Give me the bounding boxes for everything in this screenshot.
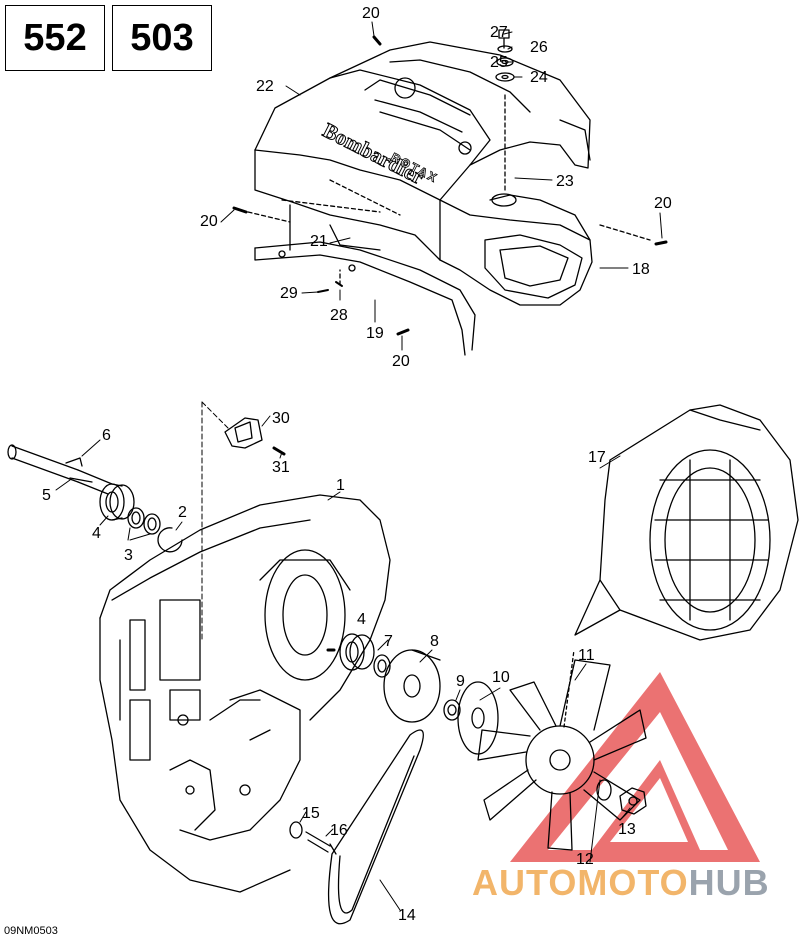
callout-15: 15 [302, 805, 320, 822]
callout-14: 14 [398, 907, 416, 924]
callout-26: 26 [530, 39, 548, 56]
callout-20: 20 [654, 195, 672, 212]
model-box-503: 503 [112, 5, 212, 71]
callout-4: 4 [92, 525, 101, 542]
bottom-leader-lines [55, 415, 631, 911]
clip-30-and-screw-31 [224, 417, 286, 456]
callout-23: 23 [556, 173, 574, 190]
nut-13 [619, 787, 647, 815]
circlip-2 [157, 527, 183, 553]
callout-7: 7 [384, 633, 393, 650]
belt-14 [327, 729, 424, 925]
callout-8: 8 [430, 633, 439, 650]
pulley-half-10 [457, 681, 499, 755]
callout-1: 1 [336, 477, 345, 494]
fan-shroud-17 [574, 404, 799, 641]
callout-25: 25 [490, 54, 508, 71]
watermark-text: AUTOMOTOHUB [472, 862, 770, 903]
callout-20: 20 [362, 5, 380, 22]
support-bracket-19 [254, 204, 476, 356]
callout-3: 3 [124, 547, 133, 564]
callout-18: 18 [632, 261, 650, 278]
callout-20: 20 [200, 213, 218, 230]
callout-13: 13 [618, 821, 636, 838]
callout-17: 17 [588, 449, 606, 466]
callout-28: 28 [330, 307, 348, 324]
callout-5: 5 [42, 487, 51, 504]
fan-11 [477, 649, 647, 851]
callout-30: 30 [272, 410, 290, 427]
washer-7 [373, 654, 391, 678]
washer-12 [596, 779, 612, 801]
spacer-9 [443, 699, 461, 721]
bolt-15-16 [289, 821, 337, 855]
figure-reference: 09NM0503 [4, 925, 58, 937]
callout-31: 31 [272, 459, 290, 476]
callout-12: 12 [576, 851, 594, 868]
callout-6: 6 [102, 427, 111, 444]
callout-16: 16 [330, 822, 348, 839]
callout-2: 2 [178, 504, 187, 521]
callout-19: 19 [366, 325, 384, 342]
top-leader-lines [220, 21, 663, 351]
callout-24: 24 [530, 69, 548, 86]
bearing-4-upper [99, 483, 135, 521]
callout-4: 4 [357, 611, 366, 628]
watermark-logo-icon [510, 672, 760, 862]
callout-10: 10 [492, 669, 510, 686]
dashed-assembly-lines [247, 94, 651, 286]
top-fasteners [232, 29, 668, 336]
callout-21: 21 [310, 233, 328, 250]
shroud-18 [439, 193, 593, 306]
callout-9: 9 [456, 673, 465, 690]
callout-11: 11 [578, 647, 595, 664]
pulley-half-8 [383, 649, 441, 723]
model-box-552: 552 [5, 5, 105, 71]
callout-27: 27 [490, 24, 508, 41]
callout-22: 22 [256, 78, 274, 95]
shaft-5 [7, 444, 113, 495]
bearing-4-lower [326, 633, 375, 671]
fan-cover-22 [254, 41, 591, 261]
callout-20: 20 [392, 353, 410, 370]
washers-3 [127, 507, 161, 535]
callout-29: 29 [280, 285, 298, 302]
dashed-axis-lines [201, 401, 229, 641]
